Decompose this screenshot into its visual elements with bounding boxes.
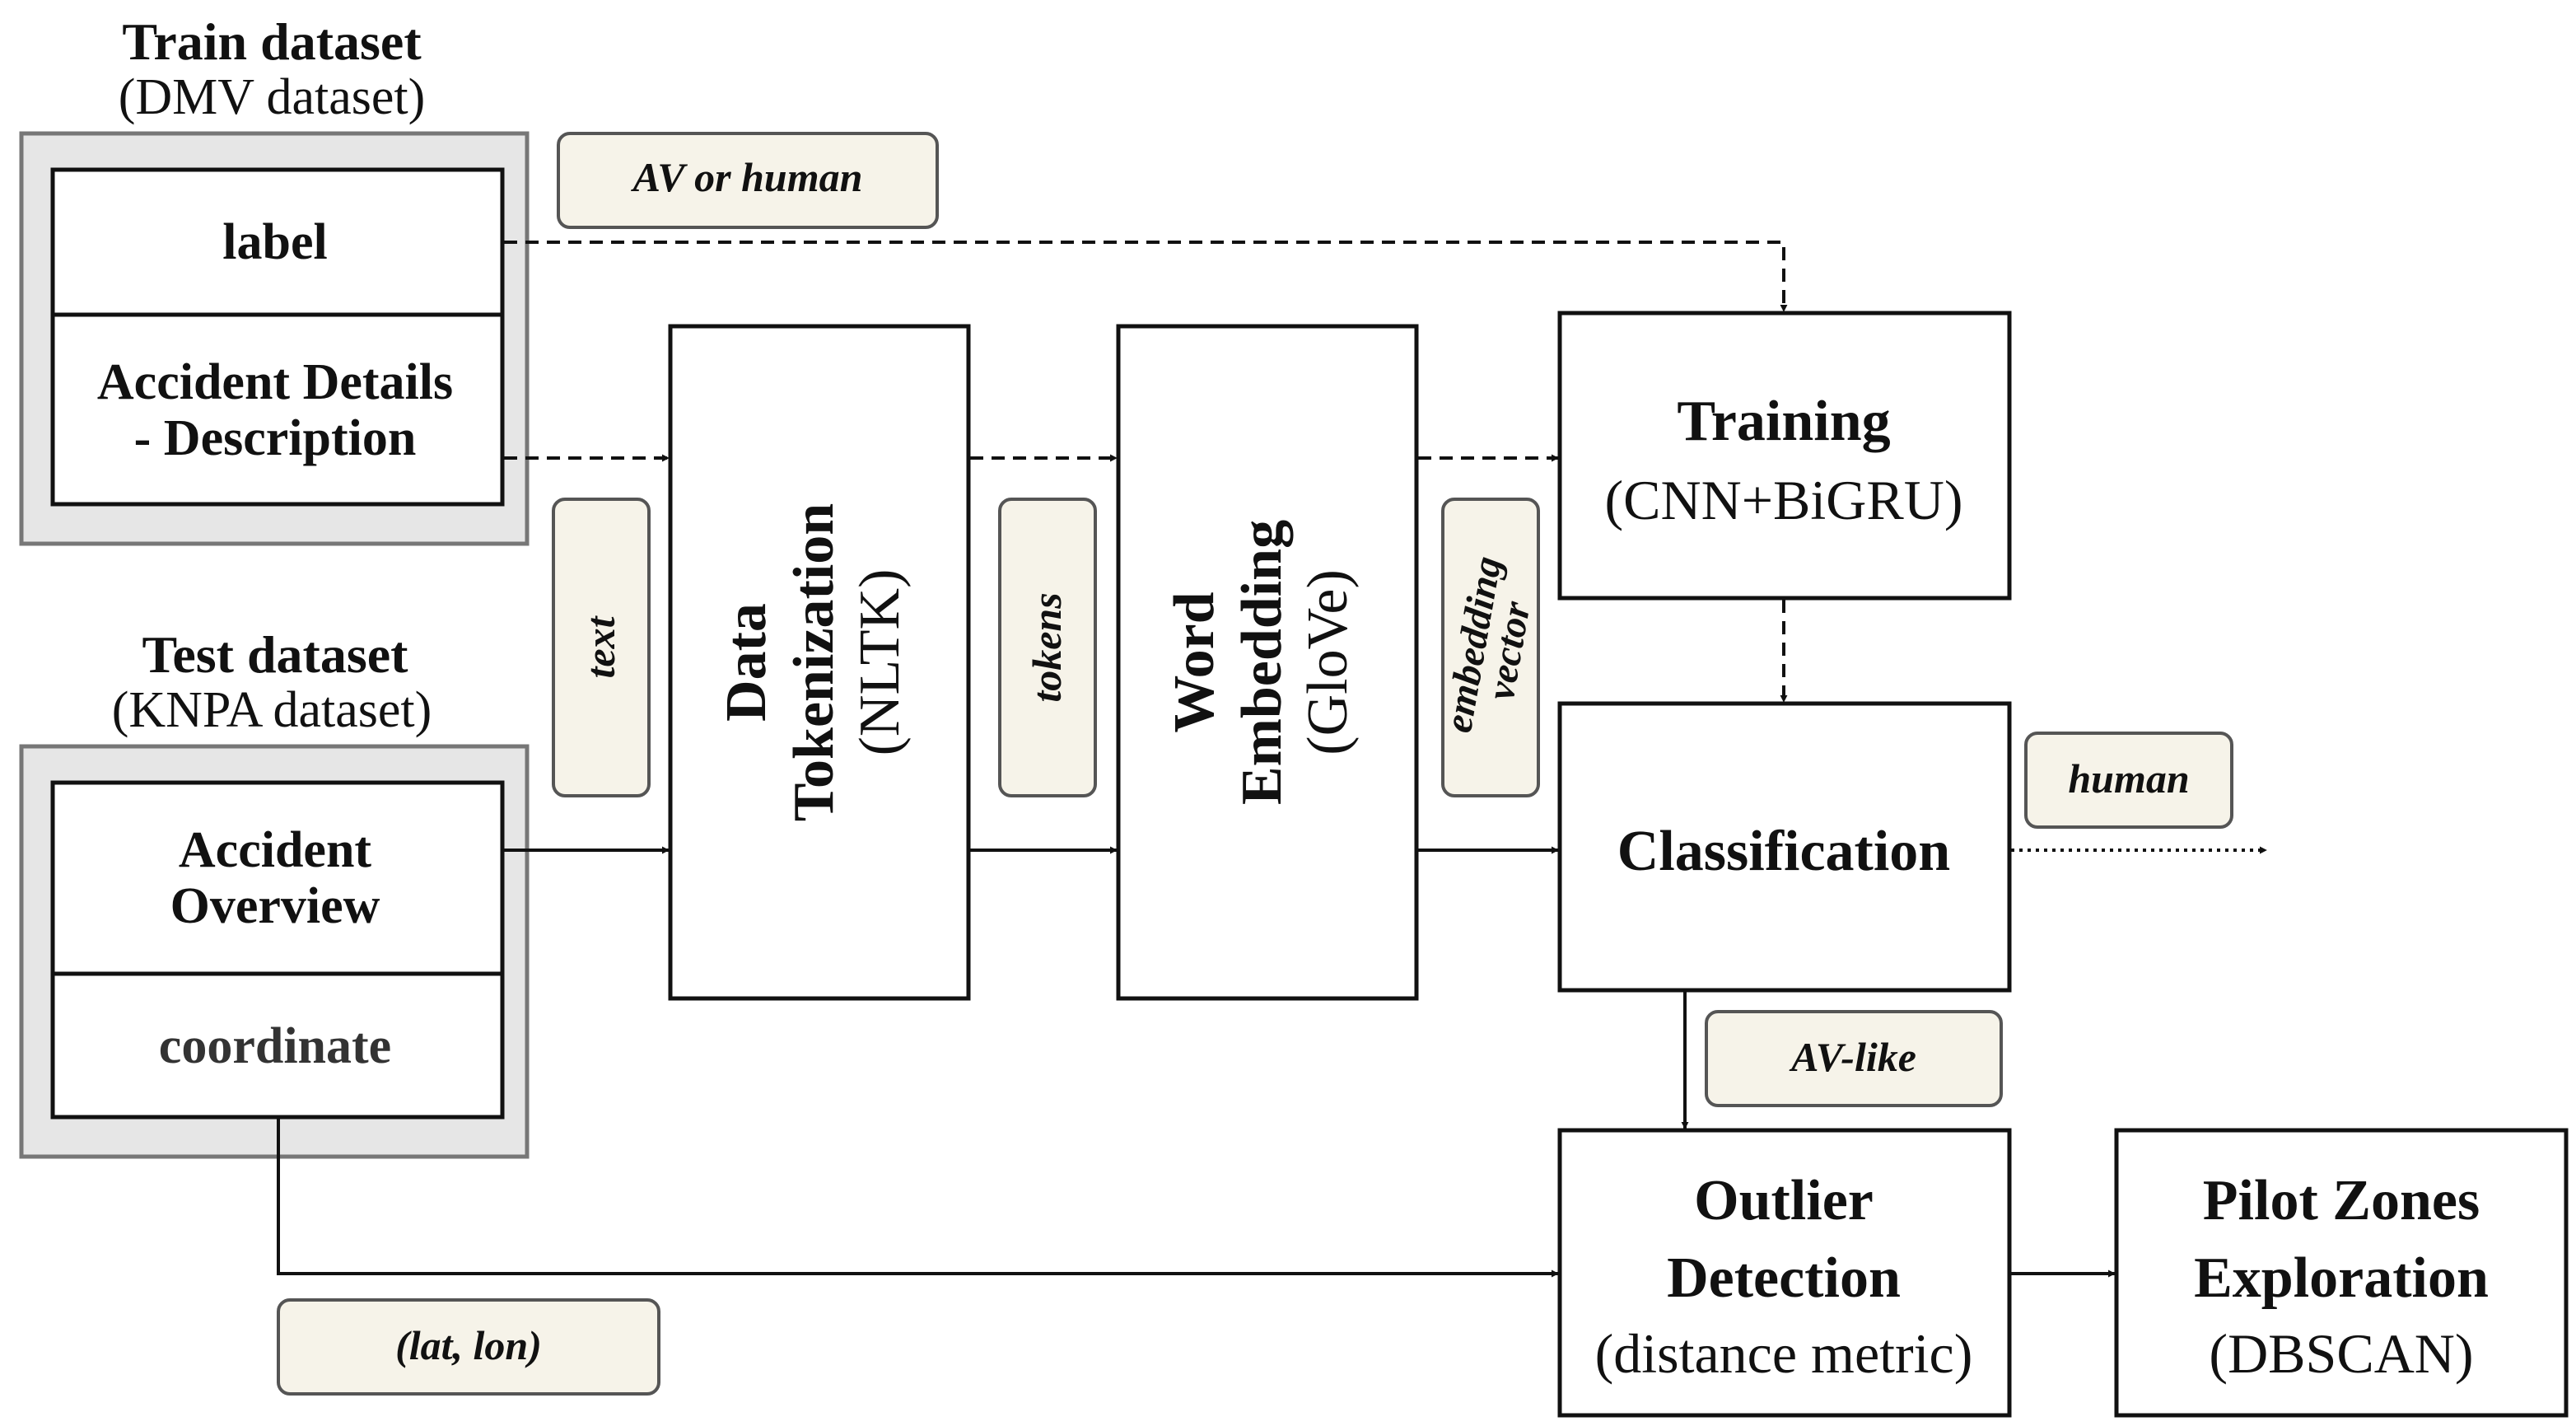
test-dataset-title: Test dataset <box>142 625 409 684</box>
tokenization-line3: (NLTK) <box>848 569 912 756</box>
label-embedding-vector-box <box>1441 498 1540 797</box>
test-coordinate-field <box>50 971 505 1120</box>
outlier-line1: Outlier <box>1694 1169 1874 1232</box>
outlier-line2: Detection <box>1667 1246 1901 1310</box>
pilot-line2: Exploration <box>2194 1246 2489 1310</box>
train-description-line2: - Description <box>134 410 417 466</box>
label-av-or-human: AV or human <box>631 154 863 200</box>
tokenization-line2: Tokenization <box>782 503 846 821</box>
train-label-text: label <box>222 214 327 270</box>
training-title: Training <box>1677 390 1890 453</box>
test-overview-line2: Overview <box>170 878 380 934</box>
train-dataset-title: Train dataset <box>122 12 422 71</box>
train-description-field <box>50 312 505 507</box>
embedding-line2: Embedding <box>1230 520 1294 805</box>
label-tokens: tokens <box>1024 592 1070 702</box>
tokenization-line1: Data <box>715 603 778 722</box>
label-human: human <box>2068 755 2189 802</box>
label-av-like-box <box>1705 1010 2003 1107</box>
pilot-zones-box <box>2114 1128 2569 1418</box>
outlier-line3: (distance metric) <box>1595 1322 1973 1385</box>
training-box <box>1557 311 2012 601</box>
label-av-like: AV-like <box>1789 1034 1916 1080</box>
label-lat-lon-box <box>277 1298 660 1396</box>
train-label-field <box>50 167 505 317</box>
pilot-line3: (DBSCAN) <box>2209 1322 2473 1385</box>
arrow-label-to-training <box>504 241 1788 312</box>
train-dataset-subtitle: (DMV dataset) <box>119 69 425 125</box>
test-coordinate-text: coordinate <box>159 1018 391 1074</box>
label-human-box <box>2024 732 2233 829</box>
label-lat-lon: (lat, lon) <box>395 1322 542 1368</box>
label-text-box <box>552 498 651 797</box>
embedding-line1: Word <box>1163 591 1226 732</box>
label-tokens-box <box>998 498 1097 797</box>
test-overview-line1: Accident <box>179 822 372 878</box>
embedding-line3: (GloVe) <box>1296 569 1360 755</box>
outlier-detection-box <box>1557 1128 2012 1418</box>
train-description-line1: Accident Details <box>97 354 453 410</box>
pilot-line1: Pilot Zones <box>2203 1169 2480 1232</box>
classification-title: Classification <box>1617 820 1950 883</box>
tokenization-box <box>668 324 971 1001</box>
embedding-box <box>1116 324 1419 1001</box>
test-dataset-subtitle: (KNPA dataset) <box>112 682 432 738</box>
training-subtitle: (CNN+BiGRU) <box>1604 469 1962 531</box>
label-text: text <box>577 615 623 678</box>
label-av-or-human-box <box>557 132 939 229</box>
classification-box <box>1557 701 2012 993</box>
arrow-coordinate-to-outlier <box>277 1119 1559 1278</box>
